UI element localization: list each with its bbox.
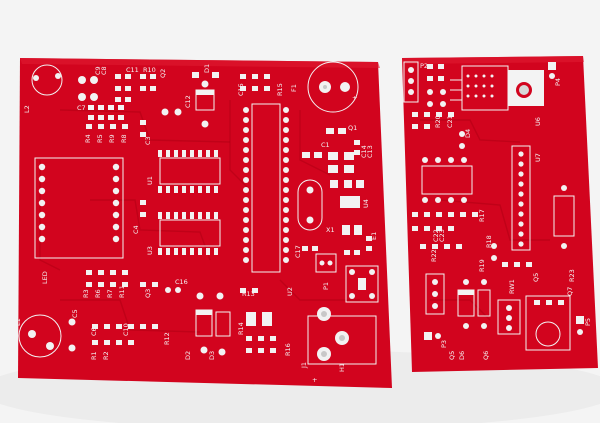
label-c9: C9 [94, 66, 102, 75]
q7-outline [525, 295, 571, 351]
label-u4: U4 [362, 199, 370, 208]
label-q5b: Q5 [448, 351, 456, 360]
label-e1: E1 [370, 232, 378, 240]
label-c11: C11 [126, 66, 139, 74]
label-r16: R16 [284, 343, 292, 356]
label-u7: U7 [534, 153, 542, 162]
label-c7: C7 [77, 104, 86, 112]
led-display-outline [34, 157, 124, 259]
label-f1: F1 [290, 84, 298, 92]
u7-outline [511, 145, 531, 251]
label-r3: R3 [82, 289, 90, 298]
label-u2: U2 [286, 287, 294, 296]
u2-outline [251, 103, 281, 273]
label-q1: Q1 [348, 124, 357, 132]
label-h1: H1 [338, 363, 346, 372]
l2-outline [31, 64, 63, 96]
left-pcb-board: L2 C9 C8 C7 C11 R10 Q2 D1 C12 [14, 58, 392, 388]
label-q5: Q5 [532, 273, 540, 282]
label-q7: Q7 [566, 287, 574, 296]
u7-sub-outline [421, 165, 473, 195]
label-r17: R17 [478, 209, 486, 222]
label-r23: R23 [568, 269, 576, 282]
u2-pins [243, 107, 289, 263]
label-d2: D2 [184, 351, 192, 360]
label-j1: J1 [300, 362, 308, 369]
label-x1: X1 [326, 226, 335, 234]
label-r7: R7 [106, 289, 114, 298]
u1-outline [159, 157, 221, 185]
label-c13: C13 [366, 145, 374, 158]
label-c23: C23 [438, 229, 446, 242]
j1-outline [307, 315, 377, 365]
label-q6: Q6 [482, 351, 490, 360]
label-r9: R9 [108, 134, 116, 143]
left-board-substrate [18, 58, 392, 388]
right-board-substrate [402, 56, 598, 372]
label-d1: D1 [203, 64, 211, 73]
label-p2: P2 [420, 62, 428, 70]
label-r8: R8 [120, 134, 128, 143]
label-c22: C22 [432, 229, 440, 242]
label-d4: D4 [464, 129, 472, 138]
label-c5: C5 [71, 309, 79, 318]
label-p1: P1 [322, 282, 330, 290]
label-u1: U1 [146, 176, 154, 185]
f1-outline [307, 61, 359, 113]
svg-text:+: + [312, 376, 317, 384]
label-c14: C14 [360, 145, 368, 158]
label-c6: C6 [90, 327, 98, 336]
label-led: LED [41, 271, 49, 284]
x1-outline [297, 179, 323, 231]
label-c21: C21 [446, 115, 454, 128]
label-u6: U6 [534, 117, 542, 126]
label-c15: C15 [237, 83, 245, 96]
label-r4: R4 [84, 134, 92, 143]
label-q3: Q3 [144, 289, 152, 298]
label-l1: L1 [14, 318, 22, 326]
label-c10: C10 [122, 323, 130, 336]
svg-text:+: + [352, 94, 357, 102]
label-r6: R6 [94, 289, 102, 298]
label-r10: R10 [143, 66, 156, 74]
label-p5: P5 [584, 318, 592, 326]
label-e2: R14 [237, 322, 245, 335]
label-c8: C8 [100, 66, 108, 75]
label-rw: RW1 [508, 279, 516, 294]
label-r5: R5 [96, 134, 104, 143]
label-c12: C12 [184, 95, 192, 108]
label-p3: P3 [440, 340, 448, 348]
l1-outline [18, 314, 62, 358]
label-l2: L2 [23, 105, 31, 113]
label-p4: P4 [554, 78, 562, 86]
label-u3: U3 [146, 246, 154, 255]
label-r12: R12 [163, 332, 171, 345]
u3-outline [159, 219, 221, 247]
label-r15: R15 [276, 83, 284, 96]
label-r18: R18 [485, 235, 493, 248]
label-r13: R13 [242, 290, 255, 298]
label-r1: R1 [90, 351, 98, 360]
label-r11: R11 [118, 285, 126, 298]
label-c1: C1 [321, 141, 330, 149]
label-d3: D3 [208, 351, 216, 360]
label-c4: C4 [132, 225, 140, 234]
led-pins [38, 163, 120, 243]
label-q2: Q2 [159, 69, 167, 78]
label-r19: R19 [478, 259, 486, 272]
label-c2: C17 [294, 245, 302, 258]
label-r2: R2 [102, 351, 110, 360]
label-c16: C16 [175, 278, 188, 286]
label-d6: D6 [458, 351, 466, 360]
u7-pins [518, 151, 524, 247]
label-c3: C3 [144, 136, 152, 145]
label-r22: R22 [430, 249, 438, 262]
right-pcb-board: P2 P4 U6 R20 C21 D4 [402, 56, 598, 372]
button-outline [345, 265, 379, 303]
label-r20: R20 [434, 115, 442, 128]
